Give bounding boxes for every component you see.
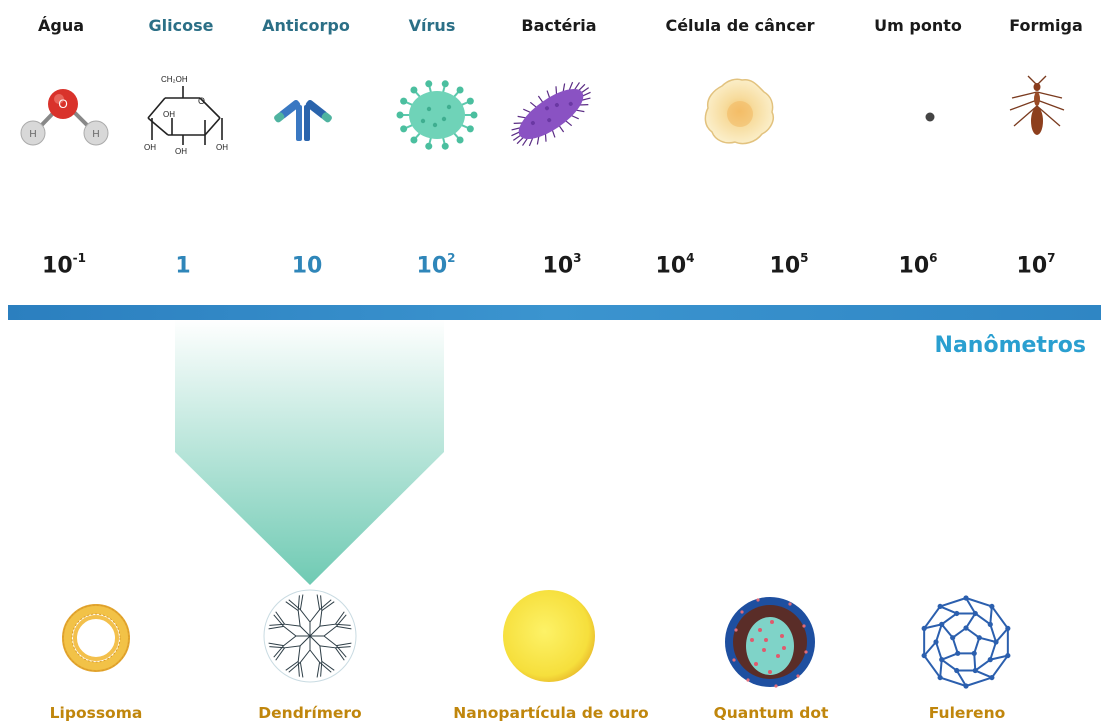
glucose-ch2oh-label: CH₂OH xyxy=(161,75,188,84)
nanomaterial-label-dendrimero: Dendrímero xyxy=(258,704,362,722)
cancer-cell-icon xyxy=(704,78,774,145)
scale-tick-base: 1 xyxy=(175,253,191,279)
scale-tick: 107 xyxy=(1016,251,1056,279)
glucose-oh-label: OH xyxy=(144,143,156,152)
scale-tick-exponent: 3 xyxy=(573,251,582,265)
scale-tick-base: 10 xyxy=(1016,253,1048,279)
scale-tick: 10-1 xyxy=(42,251,86,279)
glucose-oh-label: OH xyxy=(175,147,187,156)
hydrogen-atom-label: H xyxy=(29,129,36,140)
unit-label: Nanômetros xyxy=(934,333,1086,358)
scale-tick-exponent: 7 xyxy=(1047,251,1056,265)
scale-tick-exponent: 6 xyxy=(929,251,938,265)
scale-tick-base: 10 xyxy=(416,253,448,279)
glucose-ring-o-label: O xyxy=(198,96,205,106)
liposome-icon xyxy=(62,604,130,672)
glucose-oh-label: OH xyxy=(216,143,228,152)
scale-tick-exponent: -1 xyxy=(72,251,86,265)
magnification-funnel xyxy=(175,319,444,585)
nanomaterial-label-nanoparticula-de-ouro: Nanopartícula de ouro xyxy=(453,704,649,722)
item-label-agua: Água xyxy=(37,16,85,35)
item-label-formiga: Formiga xyxy=(1009,16,1083,35)
glucose-icon: CH₂OH O OH OH OH OH xyxy=(144,75,228,156)
ant-icon xyxy=(1009,75,1065,135)
nanomaterial-label-quantum-dot: Quantum dot xyxy=(713,704,829,722)
scale-tick-base: 10 xyxy=(655,253,687,279)
scale-tick-exponent: 2 xyxy=(447,251,456,265)
scale-tick-exponent: 5 xyxy=(800,251,809,265)
item-label-glicose: Glicose xyxy=(148,16,214,35)
water-molecule-icon: O H H xyxy=(20,89,109,146)
bacterium-icon xyxy=(511,81,591,147)
scale-tick-exponent: 4 xyxy=(686,251,695,265)
nanomaterial-label-lipossoma: Lipossoma xyxy=(49,704,143,722)
antibody-icon xyxy=(274,100,332,141)
hydrogen-atom-label: H xyxy=(92,129,99,140)
dendrimer-icon xyxy=(263,589,357,683)
scale-tick-base: 10 xyxy=(769,253,801,279)
scale-bar xyxy=(8,305,1101,320)
scale-tick-base: 10 xyxy=(291,253,323,279)
virus-icon xyxy=(396,80,478,150)
gold-nanoparticle-icon xyxy=(503,590,595,682)
fullerene-icon xyxy=(921,595,1011,689)
scale-tick-base: 10 xyxy=(542,253,574,279)
nanomaterial-label-fulereno: Fulereno xyxy=(928,704,1006,722)
scale-tick-base: 10 xyxy=(42,253,73,279)
scale-tick: 103 xyxy=(542,251,582,279)
item-label-um-ponto: Um ponto xyxy=(874,16,962,35)
glucose-oh-label: OH xyxy=(163,110,175,119)
item-label-bacteria: Bactéria xyxy=(521,16,597,35)
scale-tick-base: 10 xyxy=(898,253,930,279)
item-label-anticorpo: Anticorpo xyxy=(262,16,350,35)
oxygen-atom-label: O xyxy=(58,97,67,111)
dot-icon xyxy=(925,112,935,122)
scale-tick: 106 xyxy=(898,251,938,279)
item-label-celula-de-cancer: Célula de câncer xyxy=(665,16,815,35)
scale-tick: 104 xyxy=(655,251,695,279)
scale-tick: 102 xyxy=(416,251,456,279)
quantum-dot-icon xyxy=(725,597,815,688)
scale-tick: 10 xyxy=(292,253,323,278)
scale-tick: 105 xyxy=(769,251,809,279)
scale-tick: 1 xyxy=(175,253,190,278)
item-label-virus: Vírus xyxy=(408,16,456,35)
